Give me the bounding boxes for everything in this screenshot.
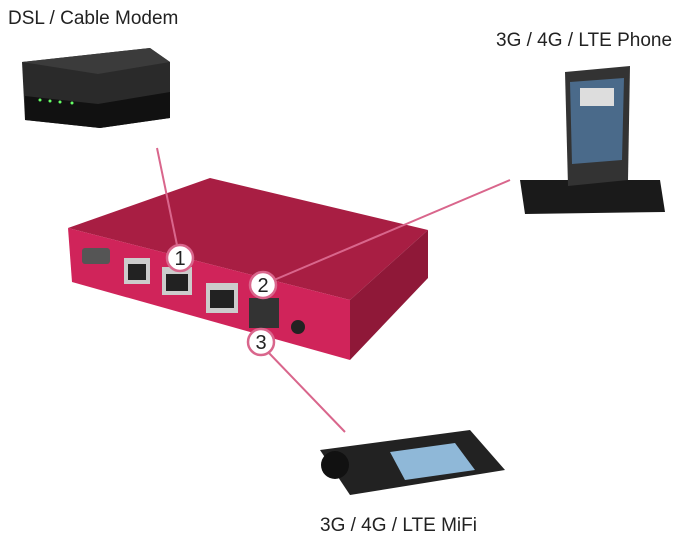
phone-connector-line [273,179,511,281]
svg-text:3: 3 [255,332,266,354]
modem-device [22,48,170,128]
svg-text:2: 2 [257,275,268,297]
mifi-label: 3G / 4G / LTE MiFi [320,515,477,536]
phone-label: 3G / 4G / LTE Phone [496,30,673,51]
router-device [68,178,428,360]
modem-connector-line [156,147,178,246]
mifi-device [320,430,505,495]
mifi-connector-line [267,351,346,433]
port-marker-3: 3 [246,327,276,357]
svg-text:1: 1 [174,248,185,270]
modem-label: DSL / Cable Modem [8,8,179,29]
port-marker-1: 1 [165,243,195,273]
port-marker-2: 2 [248,270,278,300]
phone-device [520,66,665,214]
